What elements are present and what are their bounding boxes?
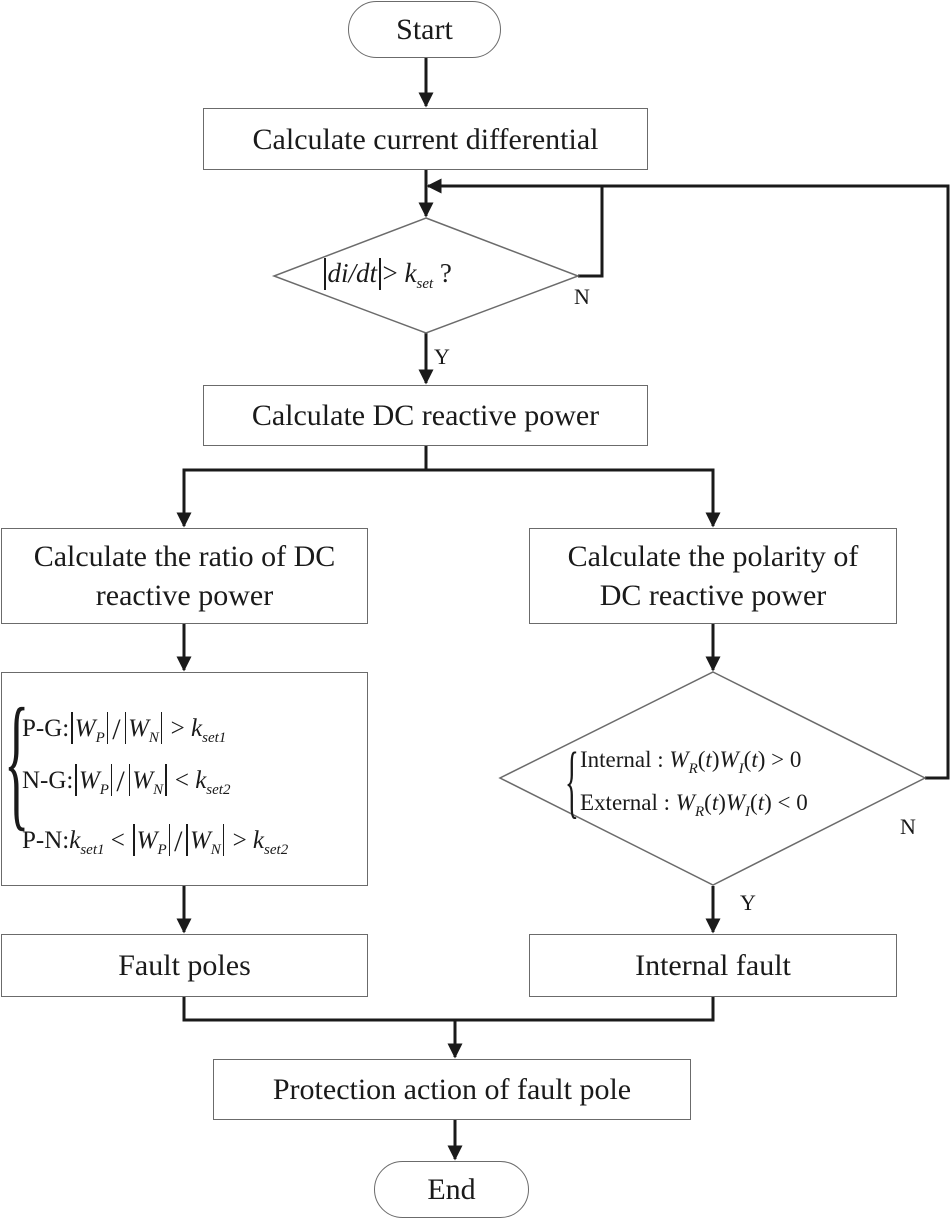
edge-split (176, 446, 428, 528)
calc-current-differential-node: Calculate current differential (203, 108, 648, 170)
calc-ratio-node: Calculate the ratio of DC reactive power (1, 528, 368, 624)
calc-polarity-line1: Calculate the polarity of (567, 540, 859, 573)
decision2-shape (498, 671, 927, 886)
decision1-yes-label: Y (434, 344, 450, 369)
decision1-no-label: N (574, 284, 590, 309)
calc-ratio-line1: Calculate the ratio of DC (33, 540, 336, 573)
calc-ratio-line2: reactive power (95, 579, 274, 612)
calc-polarity-line2: DC reactive power (599, 579, 827, 612)
edge-merge-left (182, 997, 715, 1022)
decision2-no-label: N (900, 814, 916, 839)
edge-decision2-no (602, 184, 950, 780)
ratio-conditions-brace: { (4, 678, 30, 844)
protection-action-node: Protection action of fault pole (213, 1059, 691, 1120)
decision1-condition: di/dt> kset ? (322, 258, 452, 292)
abs-bar-left (324, 258, 326, 290)
calc-polarity-node: Calculate the polarity of DC reactive po… (529, 528, 897, 624)
polarity-conditions-brace: { (565, 735, 579, 826)
ratio-condition-ng: N-G:WP/WN < kset2 (22, 764, 231, 798)
ratio-condition-pg: P-G:WP/WN > kset1 (22, 712, 227, 746)
start-node: Start (348, 1, 501, 58)
ratio-condition-pn: P-N:kset1 < WP/WN > kset2 (22, 824, 289, 858)
ratio-conditions-node (1, 672, 368, 886)
edge-split-right (426, 468, 721, 528)
abs-bar-right (379, 258, 381, 290)
polarity-condition-internal: Internal : WR(t)WI(t) > 0 (580, 747, 802, 777)
calc-dc-reactive-power-node: Calculate DC reactive power (203, 385, 648, 446)
fault-poles-node: Fault poles (1, 934, 368, 997)
internal-fault-node: Internal fault (529, 934, 897, 997)
decision2-yes-label: Y (740, 890, 756, 915)
decision1-shape (271, 217, 581, 334)
edge-decision1-no (426, 178, 604, 278)
polarity-condition-external: External : WR(t)WI(t) < 0 (580, 790, 808, 820)
end-node: End (374, 1161, 529, 1218)
